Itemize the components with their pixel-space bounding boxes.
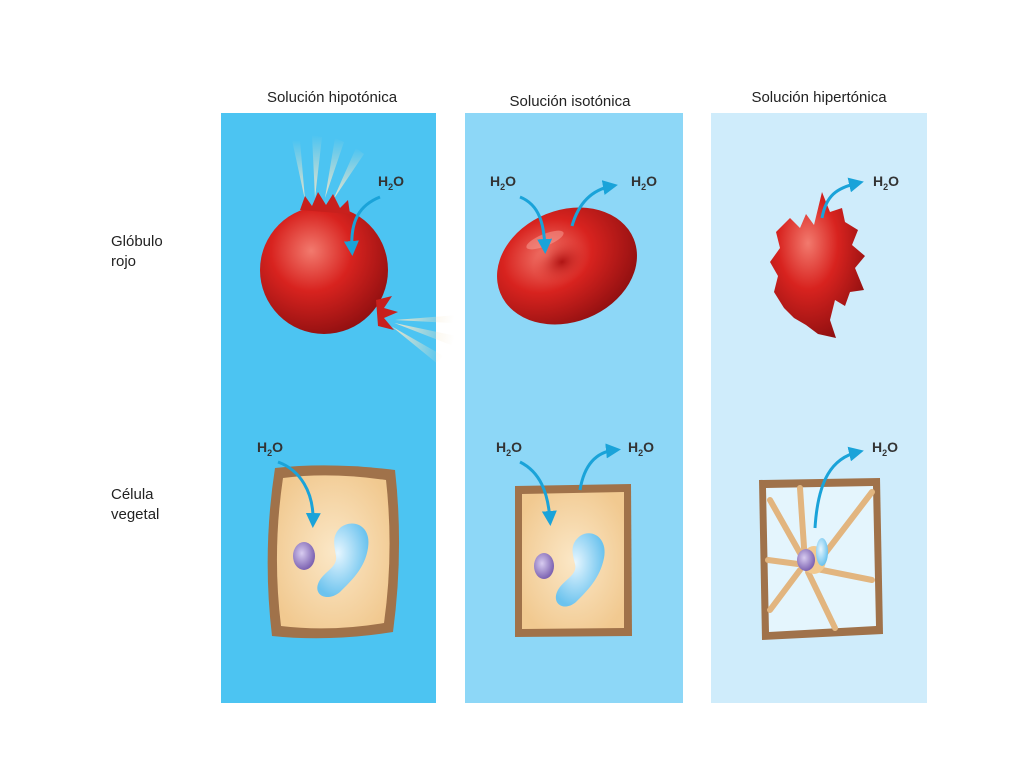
h2o-label-2: H2O xyxy=(490,173,516,192)
arrow-in-plant-isotonic xyxy=(519,460,557,526)
nucleus-hypotonic xyxy=(293,542,315,570)
h2o-label-6: H2O xyxy=(496,439,522,458)
title-isotonic: Solución isotónica xyxy=(509,93,631,110)
rbc-hypertonic xyxy=(770,192,865,338)
title-hypotonic: Solución hipotónica xyxy=(266,89,398,106)
nucleus-hypertonic xyxy=(797,549,815,571)
plant-cell-hypotonic xyxy=(267,465,400,639)
row-label-red-blood-cell-line2: rojo xyxy=(111,253,137,270)
plant-cell-isotonic xyxy=(515,484,632,637)
h2o-label-1: H2O xyxy=(378,173,404,192)
row-label-red-blood-cell-line1: Glóbulo xyxy=(111,233,163,250)
arrow-out-plant-isotonic xyxy=(578,443,621,491)
plant-cell-hypertonic xyxy=(759,478,883,640)
arrow-in-rbc-hypotonic xyxy=(343,195,381,256)
h2o-label-5: H2O xyxy=(257,439,283,458)
vacuole-hypotonic xyxy=(317,523,369,598)
h2o-label-3: H2O xyxy=(631,173,657,192)
h2o-label-7: H2O xyxy=(628,439,654,458)
title-hypertonic: Solución hipertónica xyxy=(751,89,887,106)
row-label-plant-cell: Célula vegetal xyxy=(111,485,159,525)
arrow-out-plant-hypertonic xyxy=(813,446,864,529)
h2o-label-4: H2O xyxy=(873,173,899,192)
burst-spray-right xyxy=(391,315,456,363)
nucleus-isotonic xyxy=(534,553,554,579)
vacuole-isotonic xyxy=(555,533,605,607)
row-label-plant-cell-line1: Célula xyxy=(111,486,154,503)
arrow-in-rbc-isotonic xyxy=(519,195,553,254)
rbc-hypotonic xyxy=(260,135,456,363)
h2o-label-8: H2O xyxy=(872,439,898,458)
arrow-in-plant-hypotonic xyxy=(277,460,321,528)
row-label-red-blood-cell: Glóbulo rojo xyxy=(111,232,163,272)
arrow-out-rbc-hypertonic xyxy=(820,177,864,219)
water-flow-arrows xyxy=(277,177,864,529)
row-label-plant-cell-line2: vegetal xyxy=(111,506,160,523)
vacuole-hypertonic xyxy=(816,538,828,566)
rbc-isotonic xyxy=(497,207,637,325)
h2o-labels: H2O H2O H2O H2O H2O H2O H2O H2O xyxy=(257,173,899,458)
burst-spray-top xyxy=(292,135,364,200)
arrow-out-rbc-isotonic xyxy=(570,180,618,227)
